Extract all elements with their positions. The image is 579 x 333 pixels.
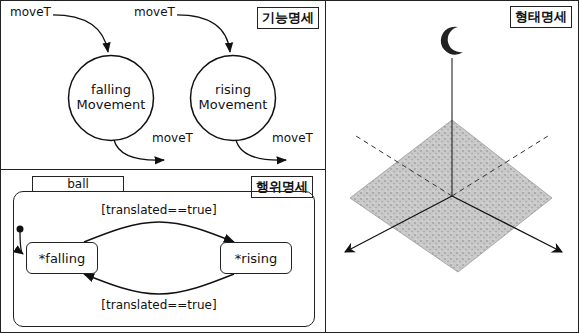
panel-title: 행위명세 [251,176,313,198]
axis-arrow [345,196,452,252]
flow-label: moveT [270,131,315,145]
circle-shape [191,56,276,141]
axis-arrow [452,196,562,252]
initial-arrow [20,231,23,254]
input-arrow [50,15,108,52]
panel-title: 형태명세 [510,6,572,28]
node-label: *rising [235,251,277,266]
function-circle: rising Movement [189,54,277,142]
flow-label: moveT [132,5,177,19]
flow-arrows [50,15,286,160]
axis-back [452,136,548,196]
node-label: rising Movement [196,83,270,113]
vertical-axis [452,58,453,196]
flow-label: moveT [150,131,195,145]
panel-title: 기능명세 [257,7,319,29]
node-label: *falling [39,251,85,266]
guard-label: [translated==true] [99,298,218,312]
node-label: falling Movement [74,83,148,113]
state-machine-name: ball [32,176,124,191]
guard-label: [translated==true] [99,203,218,217]
axis-back [356,136,452,196]
flow-label: moveT [8,5,53,19]
input-arrow [174,15,230,52]
circle-shape [69,56,154,141]
function-circle: falling Movement [67,54,155,142]
moon [441,27,463,55]
transition-arrow [84,274,234,294]
spec-panel: 형태명세 [325,0,579,333]
scene [345,27,562,272]
state-box: *falling [26,242,98,274]
transition-arrow [84,222,234,242]
state-box: *rising [220,242,292,274]
